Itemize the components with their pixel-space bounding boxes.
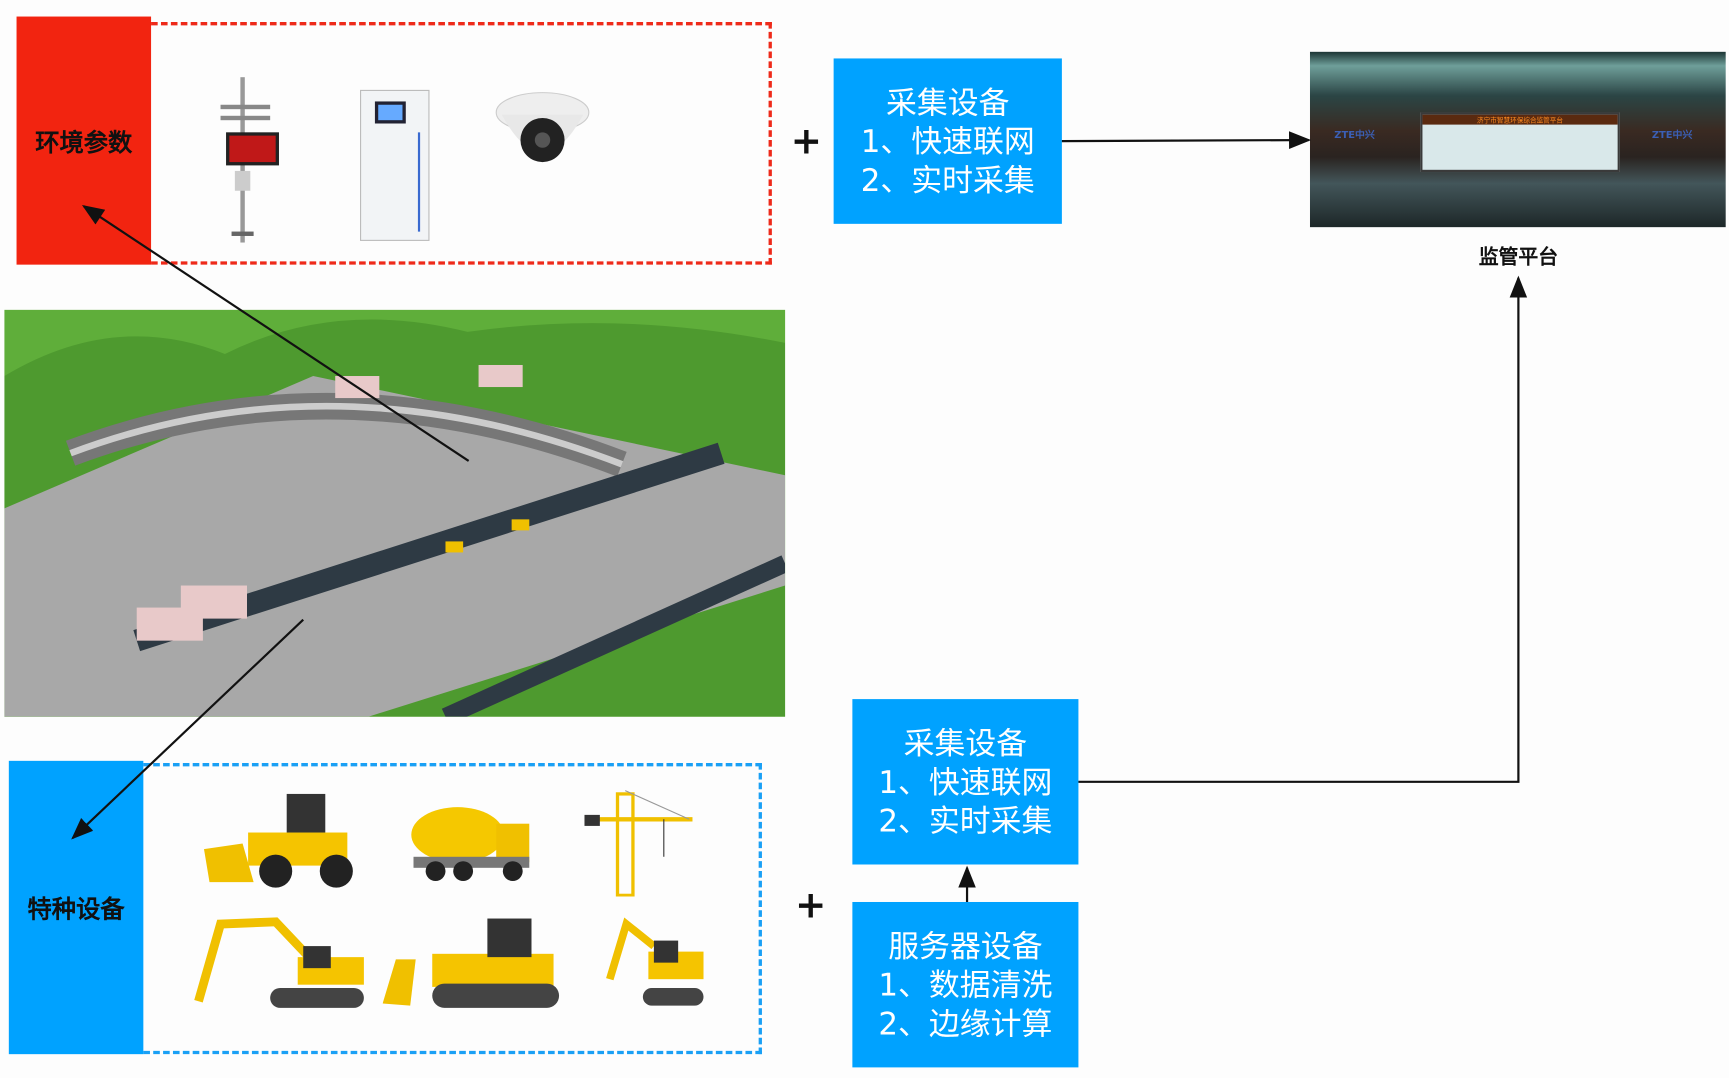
screen-title: 济宁市智慧环保综合监管平台 — [1422, 114, 1618, 125]
collect-line2: 2、实时采集 — [878, 802, 1053, 839]
server-line1: 1、数据清洗 — [878, 966, 1053, 1003]
arrow-bottom-to-platform — [1078, 275, 1528, 783]
concrete-mixer-image — [411, 807, 530, 882]
zte-logo-right: ZTE中兴 — [1651, 130, 1693, 142]
special-equipment-label: 特种设备 — [8, 760, 144, 1055]
collect-device-box-bottom: 采集设备 1、快速联网 2、实时采集 — [852, 699, 1079, 865]
monitor-cabinet-image — [360, 89, 430, 241]
excavator-image — [194, 917, 364, 1008]
collect-title: 采集设备 — [903, 725, 1028, 762]
collect-line2: 2、实时采集 — [860, 161, 1035, 198]
arrow-to-platform — [1061, 131, 1312, 149]
collect-line1: 1、快速联网 — [878, 763, 1053, 800]
weather-station-image — [220, 77, 279, 243]
server-device-box: 服务器设备 1、数据清洗 2、边缘计算 — [852, 901, 1079, 1068]
mini-excavator-image — [606, 917, 704, 1006]
server-line2: 2、边缘计算 — [878, 1005, 1053, 1042]
monitoring-center-photo: 济宁市智慧环保综合监管平台 ZTE中兴 ZTE中兴 — [1309, 51, 1726, 228]
bulldozer-image — [382, 918, 560, 1008]
tower-crane-image — [584, 790, 693, 897]
special-equipment-group — [143, 763, 762, 1055]
plus-sign-bottom: + — [795, 883, 827, 928]
platform-label: 监管平台 — [1478, 245, 1559, 270]
collect-title: 采集设备 — [885, 84, 1010, 121]
env-params-label: 环境参数 — [16, 16, 152, 265]
collect-line1: 1、快速联网 — [860, 122, 1035, 160]
plus-sign-top: + — [790, 119, 823, 164]
zte-logo-left: ZTE中兴 — [1334, 130, 1375, 142]
wheel-loader-image — [203, 793, 353, 888]
server-title: 服务器设备 — [888, 927, 1043, 965]
construction-site-illustration — [4, 309, 786, 717]
collect-device-box-top: 采集设备 1、快速联网 2、实时采集 — [833, 58, 1062, 224]
dome-camera-image — [495, 92, 590, 163]
